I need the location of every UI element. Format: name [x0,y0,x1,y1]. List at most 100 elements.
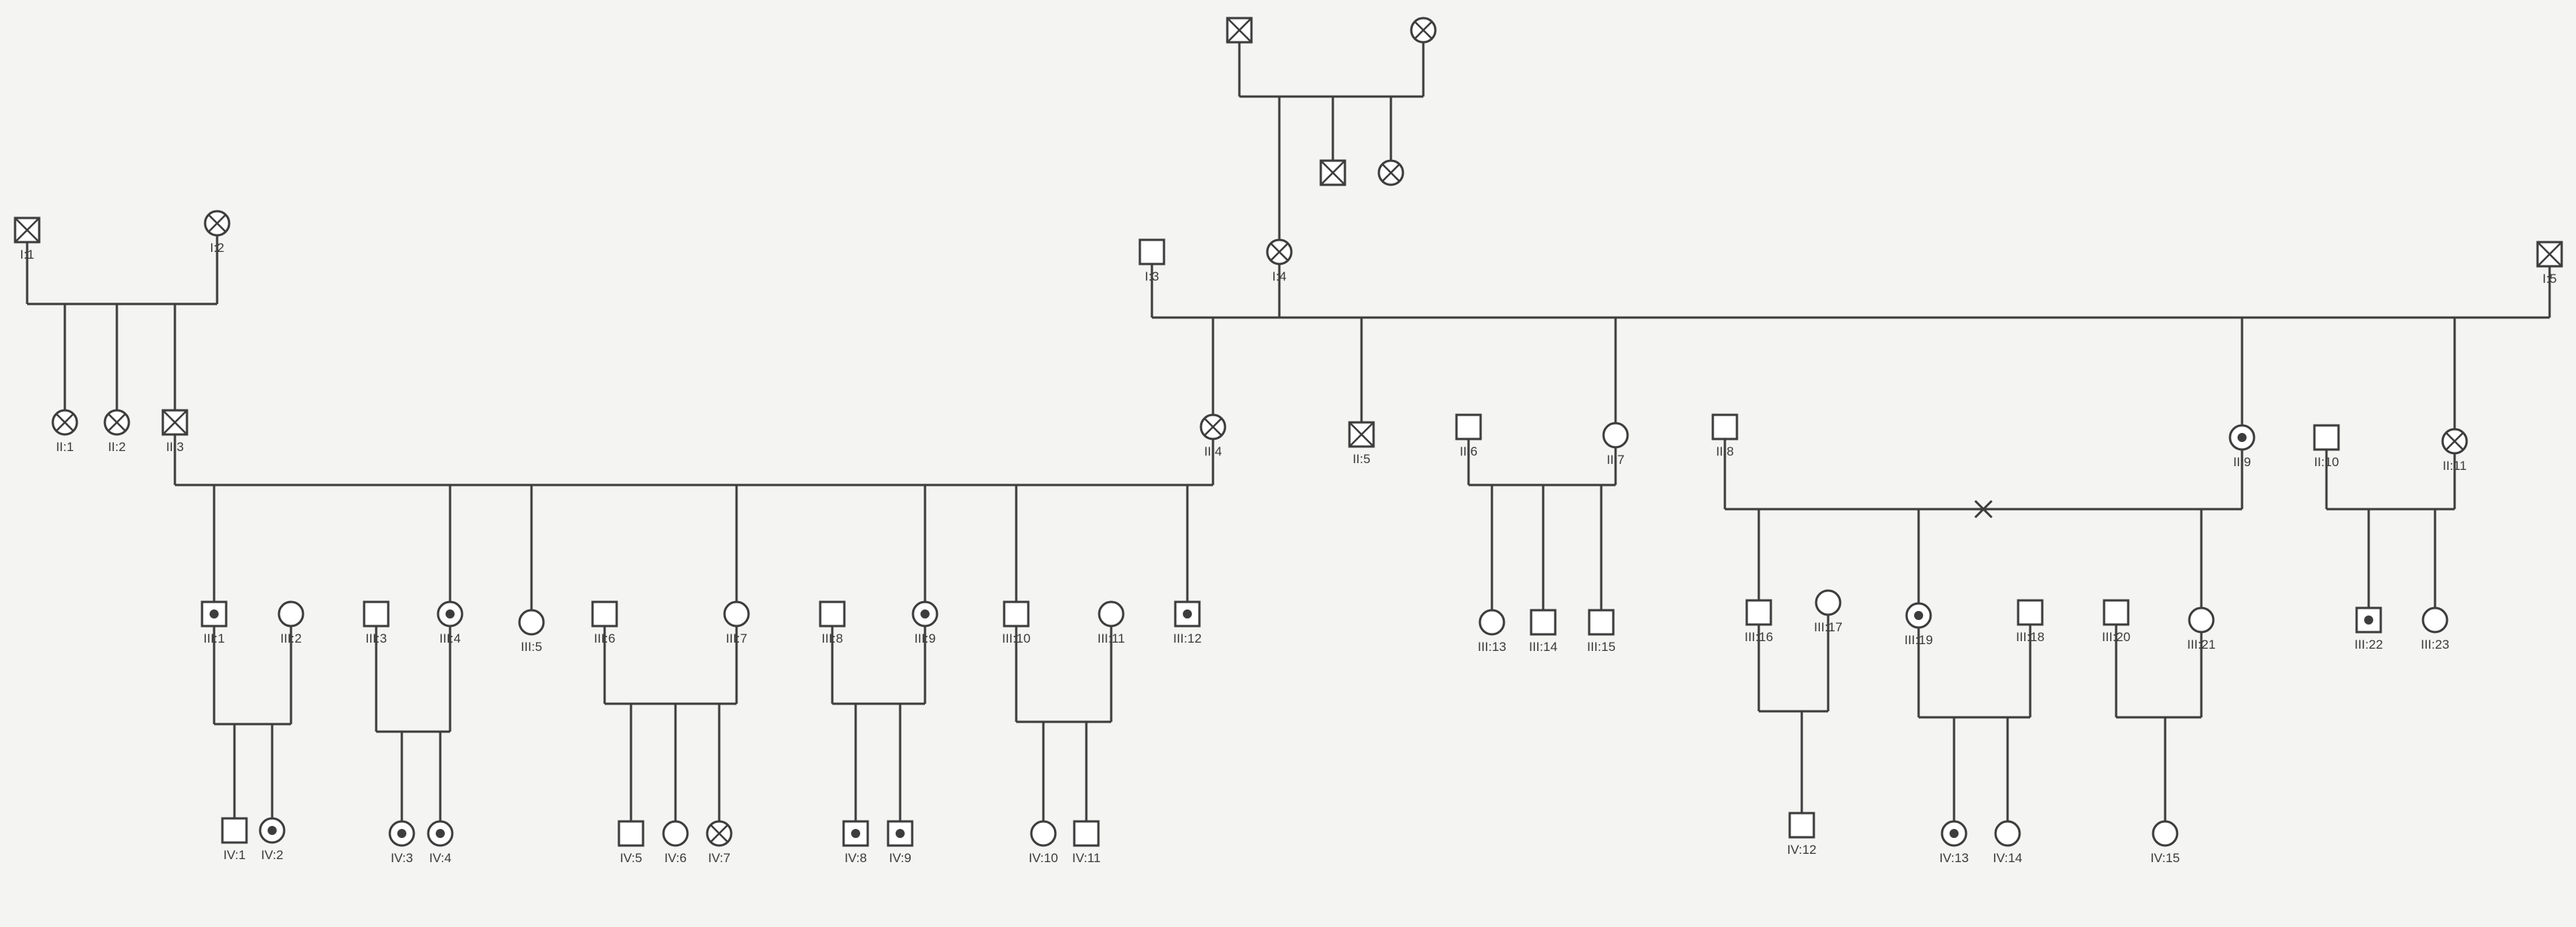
carrier-dot [1950,829,1959,838]
individual-label: III:7 [726,631,747,646]
individual-iv4 [427,820,454,847]
individual-iv10 [1030,820,1057,847]
individual-label: I:5 [2543,272,2557,286]
carrier-dot [851,829,860,838]
individual-iv5 [617,820,645,847]
individual-ii11 [2441,428,2468,455]
individual-iv1 [221,817,248,844]
affected-cross [14,217,40,243]
affected-cross [1414,20,1433,40]
individual-label: III:8 [822,631,843,646]
individual-label: IV:5 [620,851,642,865]
affected-cross [2537,241,2562,267]
individual-label: II:9 [2233,455,2251,469]
individual-iv12 [1788,812,1815,839]
individual-ug4 [1377,159,1404,186]
affected-cross [207,213,227,233]
affected-cross [55,413,75,432]
female-symbol [1994,820,2021,847]
affected-cross [1320,160,1346,186]
individual-label: IV:6 [664,851,687,865]
male-symbol [842,820,869,847]
individual-label: III:12 [1173,631,1202,646]
female-symbol [662,820,689,847]
individual-iv9 [887,820,914,847]
affected-cross [1203,417,1223,437]
individual-label: II:1 [56,440,74,454]
individual-ii8 [1711,413,1738,440]
individual-ii4 [1199,413,1227,440]
affected-cross [1381,163,1401,183]
carrier-dot [1914,611,1923,620]
individual-label: III:15 [1587,640,1616,654]
individual-iii19 [1905,602,1932,629]
male-symbol [2355,606,2382,634]
individual-label: IV:13 [1939,851,1968,865]
individual-label: IV:2 [261,848,283,862]
individual-label: IV:4 [429,851,452,865]
male-symbol [221,817,248,844]
carrier-dot [1183,609,1192,619]
individual-iii7 [723,600,750,628]
individual-ii7 [1602,422,1629,449]
individual-iii2 [277,600,305,628]
female-symbol [2152,820,2179,847]
individual-label: III:18 [2016,630,2045,644]
male-symbol [1138,238,1165,266]
individual-label: IV:8 [844,851,867,865]
male-symbol [2103,599,2130,626]
individual-iv14 [1994,820,2021,847]
female-symbol [1030,820,1057,847]
individual-i1 [14,216,41,244]
female-symbol [723,600,750,628]
individual-iv6 [662,820,689,847]
female-symbol [2188,606,2215,634]
female-symbol [1478,609,1505,636]
individuals [14,17,2563,847]
individual-i3 [1138,238,1165,266]
affected-cross [709,824,729,843]
individual-iii15 [1588,609,1615,636]
male-symbol [1788,812,1815,839]
individual-label: III:13 [1478,640,1506,654]
individual-label: IV:10 [1028,851,1058,865]
individual-label: II:11 [2443,459,2467,473]
individual-label: III:19 [1904,633,1933,647]
individual-iii4 [436,600,464,628]
male-symbol [1003,600,1030,628]
male-symbol [2313,424,2340,451]
relationship-lines [26,42,2551,821]
individual-ii9 [2228,424,2256,451]
individual-iii18 [2017,599,2044,626]
individual-iii17 [1815,589,1842,616]
individual-iii3 [363,600,390,628]
carrier-dot [397,829,406,838]
female-symbol [2421,606,2449,634]
individual-iv13 [1940,820,1968,847]
individual-iii13 [1478,609,1505,636]
carrier-dot [896,829,905,838]
individual-iv7 [706,820,733,847]
individual-ug3 [1319,159,1346,186]
individual-label: IV:11 [1072,851,1101,865]
individual-label: III:5 [521,640,542,654]
individual-iii22 [2355,606,2382,634]
individual-label: II:3 [166,440,184,454]
individual-label: III:23 [2421,637,2449,652]
individual-iv8 [842,820,869,847]
individual-label: II:4 [1204,444,1222,459]
female-symbol [1602,422,1629,449]
female-symbol [1098,600,1125,628]
male-symbol [617,820,645,847]
affected-cross [107,413,127,432]
individual-iii14 [1530,609,1557,636]
individual-iv11 [1073,820,1100,847]
individual-label: II:10 [2314,455,2339,469]
individual-label: III:14 [1529,640,1558,654]
individual-label: II:2 [108,440,126,454]
individual-i2 [204,210,231,237]
individual-iii20 [2103,599,2130,626]
male-symbol [1073,820,1100,847]
individual-label: III:1 [204,631,225,646]
